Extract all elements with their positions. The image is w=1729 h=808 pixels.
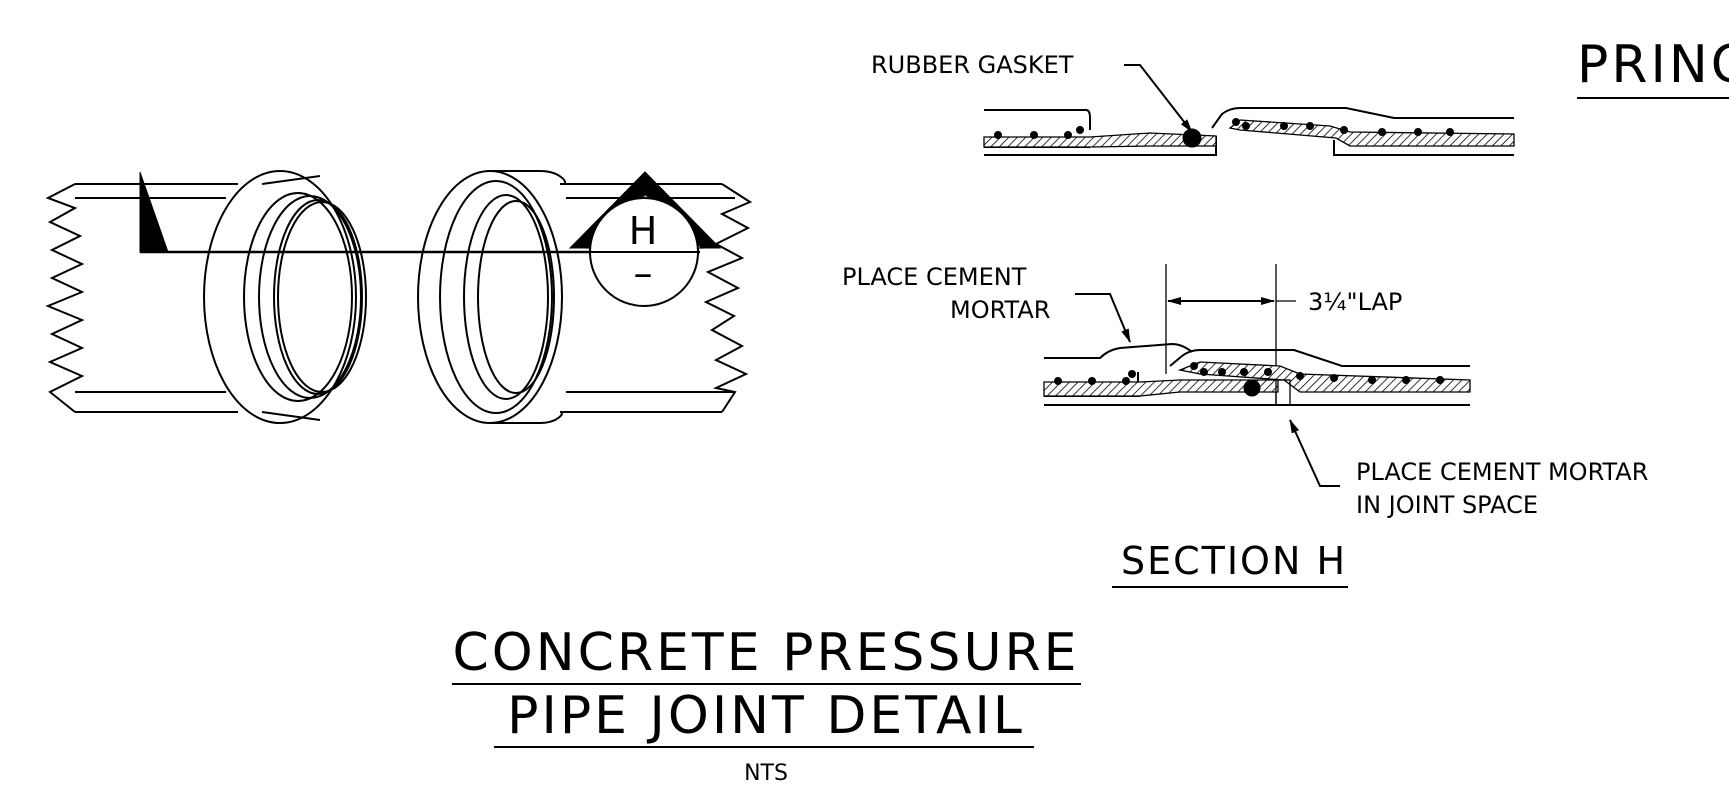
joint-space-label-line2: IN JOINT SPACE: [1356, 491, 1538, 519]
section-marker-sheet: –: [634, 251, 655, 295]
reinforcement-dots-lower-right: [1190, 362, 1444, 384]
section-title: SECTION H: [1121, 539, 1347, 583]
lap-dimension: 3¼"LAP: [1165, 264, 1402, 404]
place-cement-mortar-label-line2: MORTAR: [950, 296, 1050, 324]
rubber-gasket-label: RUBBER GASKET: [871, 51, 1074, 79]
reinforcement-dots-lower-left: [1054, 370, 1136, 385]
rubber-gasket-leader: [1124, 64, 1193, 133]
lap-dimension-label: 3¼"LAP: [1308, 288, 1402, 316]
mortared-joint-detail: PLACE CEMENT MORTAR 3¼"LAP: [842, 263, 1648, 588]
bell-break-line: [703, 183, 753, 413]
place-cement-mortar-leader: [1075, 293, 1131, 343]
spigot-pipe-body: [75, 183, 238, 413]
spigot-break-line: [45, 183, 85, 413]
joint-space-label-line1: PLACE CEMENT MORTAR: [1356, 458, 1648, 486]
reinforcement-dots-upper-right: [1232, 118, 1454, 136]
gasket-joint-detail: RUBBER GASKET: [871, 51, 1515, 156]
pipe-isometric-view: H –: [45, 170, 753, 424]
title-line-2: PIPE JOINT DETAIL: [507, 686, 1025, 746]
scale-note: NTS: [744, 761, 788, 786]
reinforcement-dots-upper-left: [994, 126, 1084, 139]
spigot-pipe-inner-edge: [75, 197, 226, 393]
section-marker-letter: H: [629, 209, 660, 253]
spigot-end-rings: [203, 170, 367, 424]
bell-end-rings: [417, 170, 566, 424]
section-marker: H –: [568, 171, 722, 307]
title-line-1: CONCRETE PRESSURE: [453, 623, 1080, 683]
joint-space-leader: [1289, 419, 1340, 487]
drawing-title-block: CONCRETE PRESSURE PIPE JOINT DETAIL NTS: [452, 623, 1081, 786]
place-cement-mortar-label-line1: PLACE CEMENT: [842, 263, 1027, 291]
